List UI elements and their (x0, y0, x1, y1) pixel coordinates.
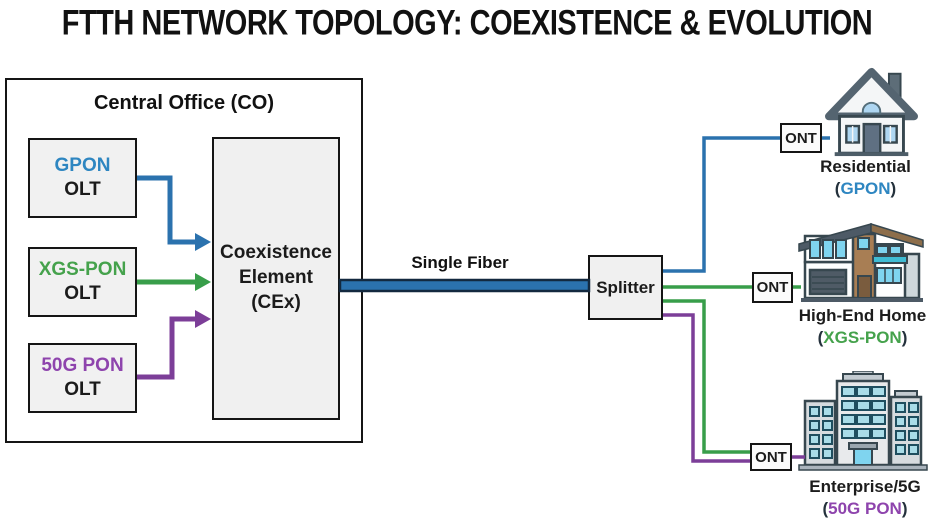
splitter-box: Splitter (588, 255, 663, 320)
endpoint-label-enterprise: Enterprise/5G (50G PON) (790, 476, 934, 520)
drop-xgspon-enterprise (663, 299, 750, 454)
endpoint-label-highend: High-End Home (XGS-PON) (785, 305, 934, 349)
house-icon (825, 67, 918, 157)
central-office-label: Central Office (CO) (93, 92, 275, 114)
coexistence-element-box: Coexistence Element (CEx) (212, 137, 340, 420)
endpoint-tech: (GPON) (834, 179, 897, 199)
ont-box-enterprise: ONT (750, 443, 792, 471)
left-windows (809, 406, 833, 459)
endpoint-name: Enterprise/5G (809, 477, 921, 496)
modern-house-icon (798, 222, 924, 302)
page-title: FTTH NETWORK TOPOLOGY: COEXISTENCE & EVO… (61, 4, 873, 44)
xgspon-olt-tech: XGS-PON (38, 259, 127, 281)
gpon-olt-tech: GPON (54, 155, 111, 177)
right-windows (895, 402, 919, 455)
endpoint-tech: (XGS-PON) (817, 328, 908, 348)
ont-box-highend: ONT (752, 272, 793, 303)
single-fiber-label: Single Fiber (411, 253, 509, 272)
office-building-icon (798, 371, 928, 471)
ont-box-residential: ONT (780, 123, 822, 153)
50gpon-olt-unit: OLT (64, 379, 101, 400)
endpoint-name: High-End Home (798, 306, 927, 325)
endpoint-label-residential: Residential (GPON) (793, 156, 934, 200)
drop-50gpon (663, 313, 750, 463)
50gpon-olt-tech: 50G PON (41, 355, 124, 377)
xgspon-olt-unit: OLT (64, 283, 101, 304)
center-windows (841, 386, 886, 439)
endpoint-tech: (50G PON) (822, 499, 908, 519)
drop-gpon (663, 136, 780, 273)
endpoint-name: Residential (820, 157, 911, 176)
single-fiber-line (338, 278, 591, 293)
gpon-olt-unit: OLT (64, 179, 101, 200)
